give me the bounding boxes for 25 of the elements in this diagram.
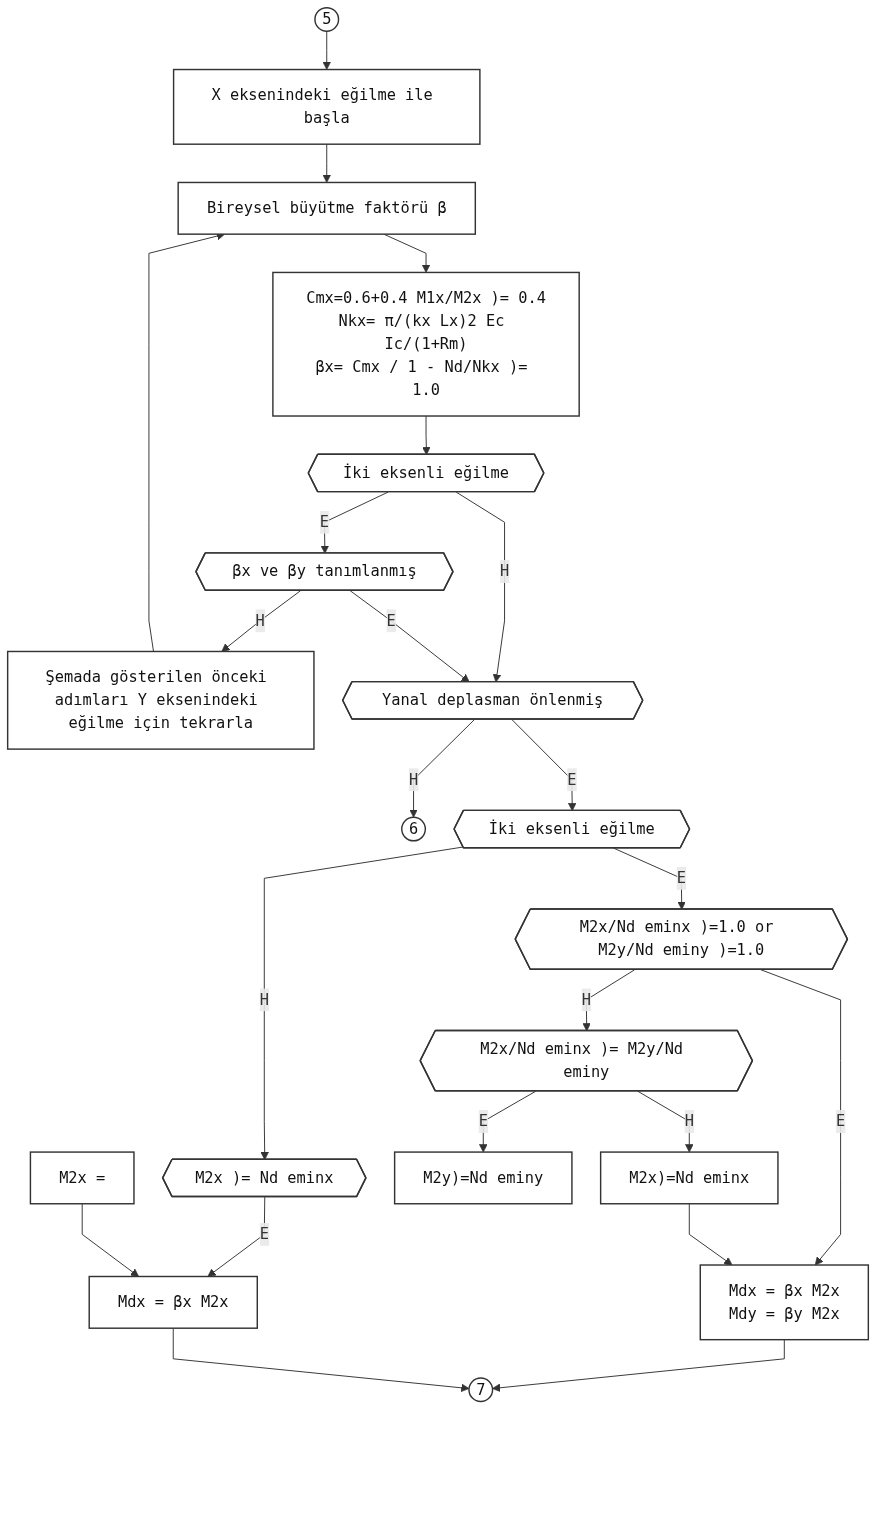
node-box: M2x)=Nd eminx: [599, 1151, 779, 1205]
node-box: M2y)=Nd eminy: [393, 1151, 573, 1205]
node-circle: 6: [401, 816, 427, 842]
node-box: M2x =: [29, 1151, 135, 1205]
edge-label: E: [259, 1224, 269, 1243]
node-box: Şemada gösterilen önceki adımları Y eksenindeki eğilme için tekrarla: [6, 650, 315, 750]
node-box: Mdx = βx M2x: [88, 1275, 258, 1329]
node-circle: 5: [314, 6, 340, 32]
node-box: X eksenindeki eğilme ile başla: [172, 68, 481, 145]
edge-label: H: [684, 1111, 694, 1131]
node-circle: 7: [468, 1377, 494, 1403]
node-box: Cmx=0.6+0.4 M1x/M2x )= 0.4 Nkx= π/(kx Lx)2 Ec Ic/(1+Rm) βx= Cmx / 1 - Nd/Nkx )= 1.0: [272, 271, 580, 417]
edge-label: E: [478, 1111, 488, 1131]
edge-label: E: [835, 1111, 846, 1131]
edge-label: H: [255, 611, 265, 630]
edge-label: H: [581, 990, 591, 1009]
node-box: Bireysel büyütme faktörü β: [177, 181, 477, 235]
edge-label: E: [567, 770, 577, 789]
edge-label: H: [499, 561, 510, 581]
edge-label: H: [408, 770, 419, 789]
edge-label: E: [676, 868, 686, 887]
edge-label: H: [259, 990, 269, 1009]
edge-label: E: [386, 611, 396, 630]
edge-label: E: [319, 512, 330, 531]
node-box: Mdx = βx M2x Mdy = βy M2x: [699, 1264, 870, 1341]
